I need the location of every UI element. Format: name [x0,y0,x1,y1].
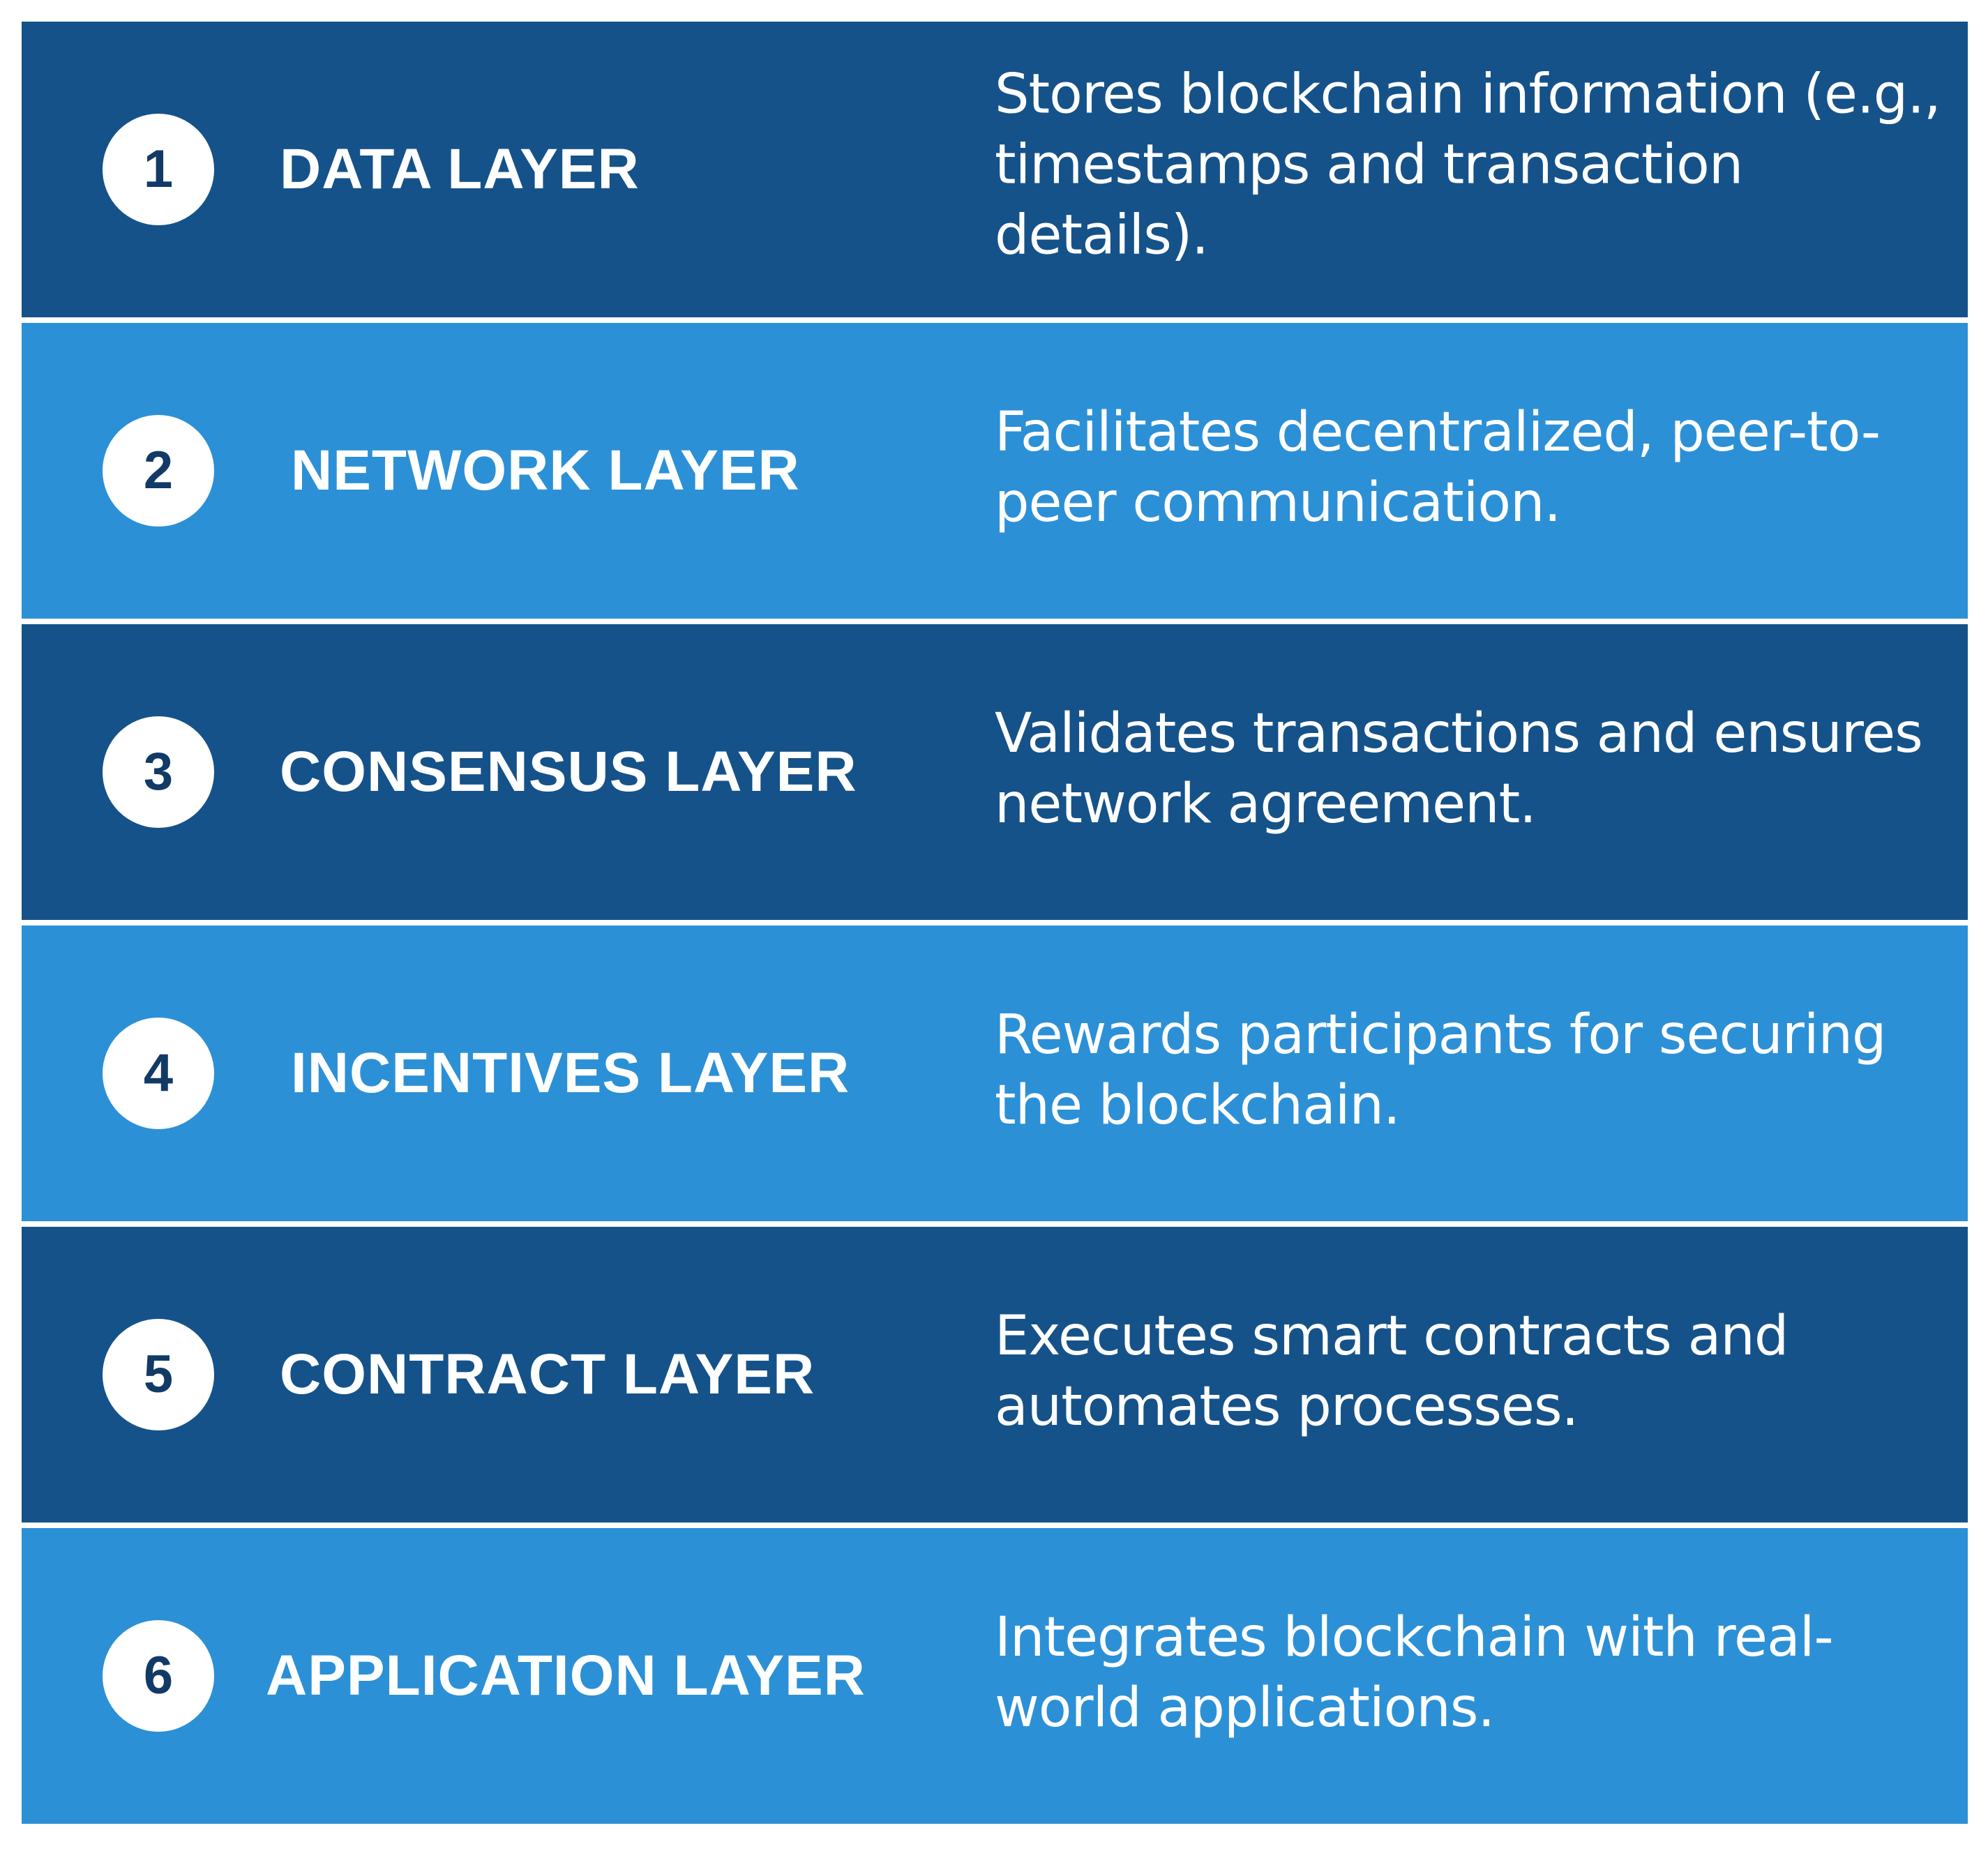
layer-number-badge: 4 [103,1018,214,1129]
layer-description: Stores blockchain information (e.g., tim… [995,63,1941,267]
layer-description: Rewards participants for securing the bl… [995,1003,1887,1137]
layer-number-badge: 1 [103,114,214,225]
layer-row-consensus: 3 CONSENSUS LAYER Validates transactions… [22,624,1968,920]
layer-row-contract: 5 CONTRACT LAYER Executes smart contract… [22,1227,1968,1523]
layer-description: Integrates blockchain with real-world ap… [995,1606,1834,1739]
layer-name: INCENTIVES LAYER [291,1041,850,1105]
blockchain-layers-stack: 1 DATA LAYER Stores blockchain informati… [22,22,1968,1829]
layer-number-badge: 2 [103,415,214,527]
layer-description: Facilitates decentralized, peer-to-peer … [995,400,1881,534]
layer-name: CONTRACT LAYER [280,1343,815,1406]
layer-name: CONSENSUS LAYER [280,740,857,803]
layer-name: APPLICATION LAYER [266,1644,866,1707]
layer-description: Executes smart contracts and automates p… [995,1304,1789,1438]
layer-number-badge: 5 [103,1319,214,1430]
layer-row-network: 2 NETWORK LAYER Facilitates decentralize… [22,323,1968,619]
layer-name: NETWORK LAYER [291,439,800,502]
layer-number-badge: 6 [103,1620,214,1732]
layer-row-incentives: 4 INCENTIVES LAYER Rewards participants … [22,926,1968,1221]
layer-number-badge: 3 [103,716,214,828]
layer-row-data: 1 DATA LAYER Stores blockchain informati… [22,22,1968,317]
layer-description: Validates transactions and ensures netwo… [995,702,1923,836]
layer-name: DATA LAYER [280,137,640,201]
layer-row-application: 6 APPLICATION LAYER Integrates blockchai… [22,1528,1968,1824]
